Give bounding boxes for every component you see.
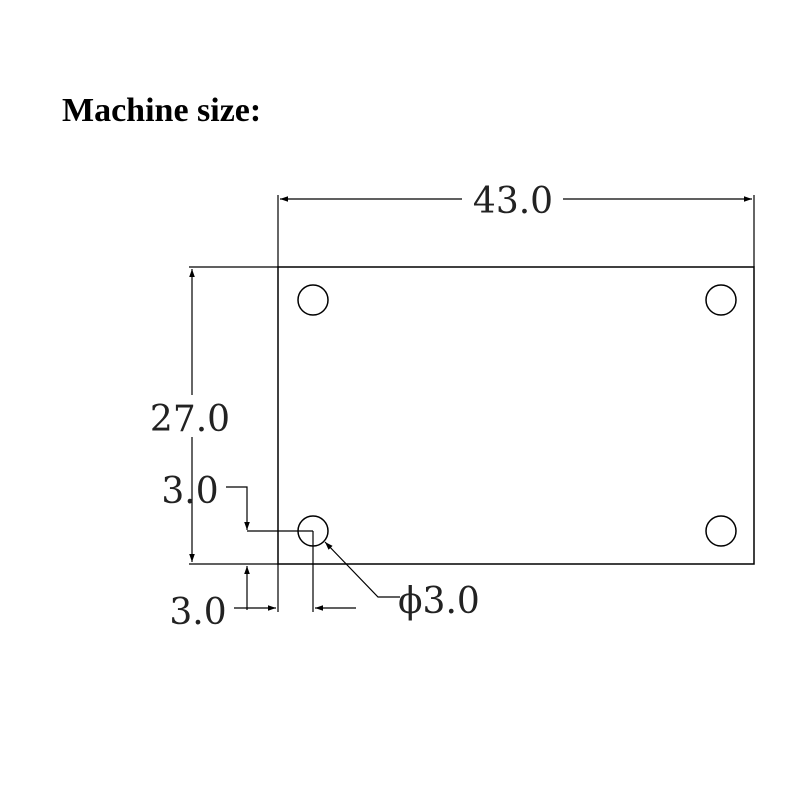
hole-diameter-leader: ϕ3.0 [324, 541, 480, 622]
mounting-hole-bottom-right [705, 515, 737, 547]
page-title: Machine size: [62, 92, 262, 129]
hole-offset-y-dimension: 3.0 [161, 471, 313, 610]
height-dimension-label: 27.0 [150, 399, 230, 440]
width-dimension-label: 43.0 [473, 181, 553, 222]
board-outline [277, 266, 755, 565]
width-dimension: 43.0 [277, 181, 755, 267]
hole-offset-x-label: 3.0 [169, 592, 226, 633]
hole-offset-x-dimension: 3.0 [169, 531, 356, 633]
mounting-hole-top-left [297, 284, 329, 316]
hole-offset-y-label: 3.0 [161, 471, 218, 512]
mounting-hole-top-right [705, 284, 737, 316]
height-dimension: 27.0 [150, 266, 278, 565]
hole-diameter-label: ϕ3.0 [398, 581, 480, 622]
